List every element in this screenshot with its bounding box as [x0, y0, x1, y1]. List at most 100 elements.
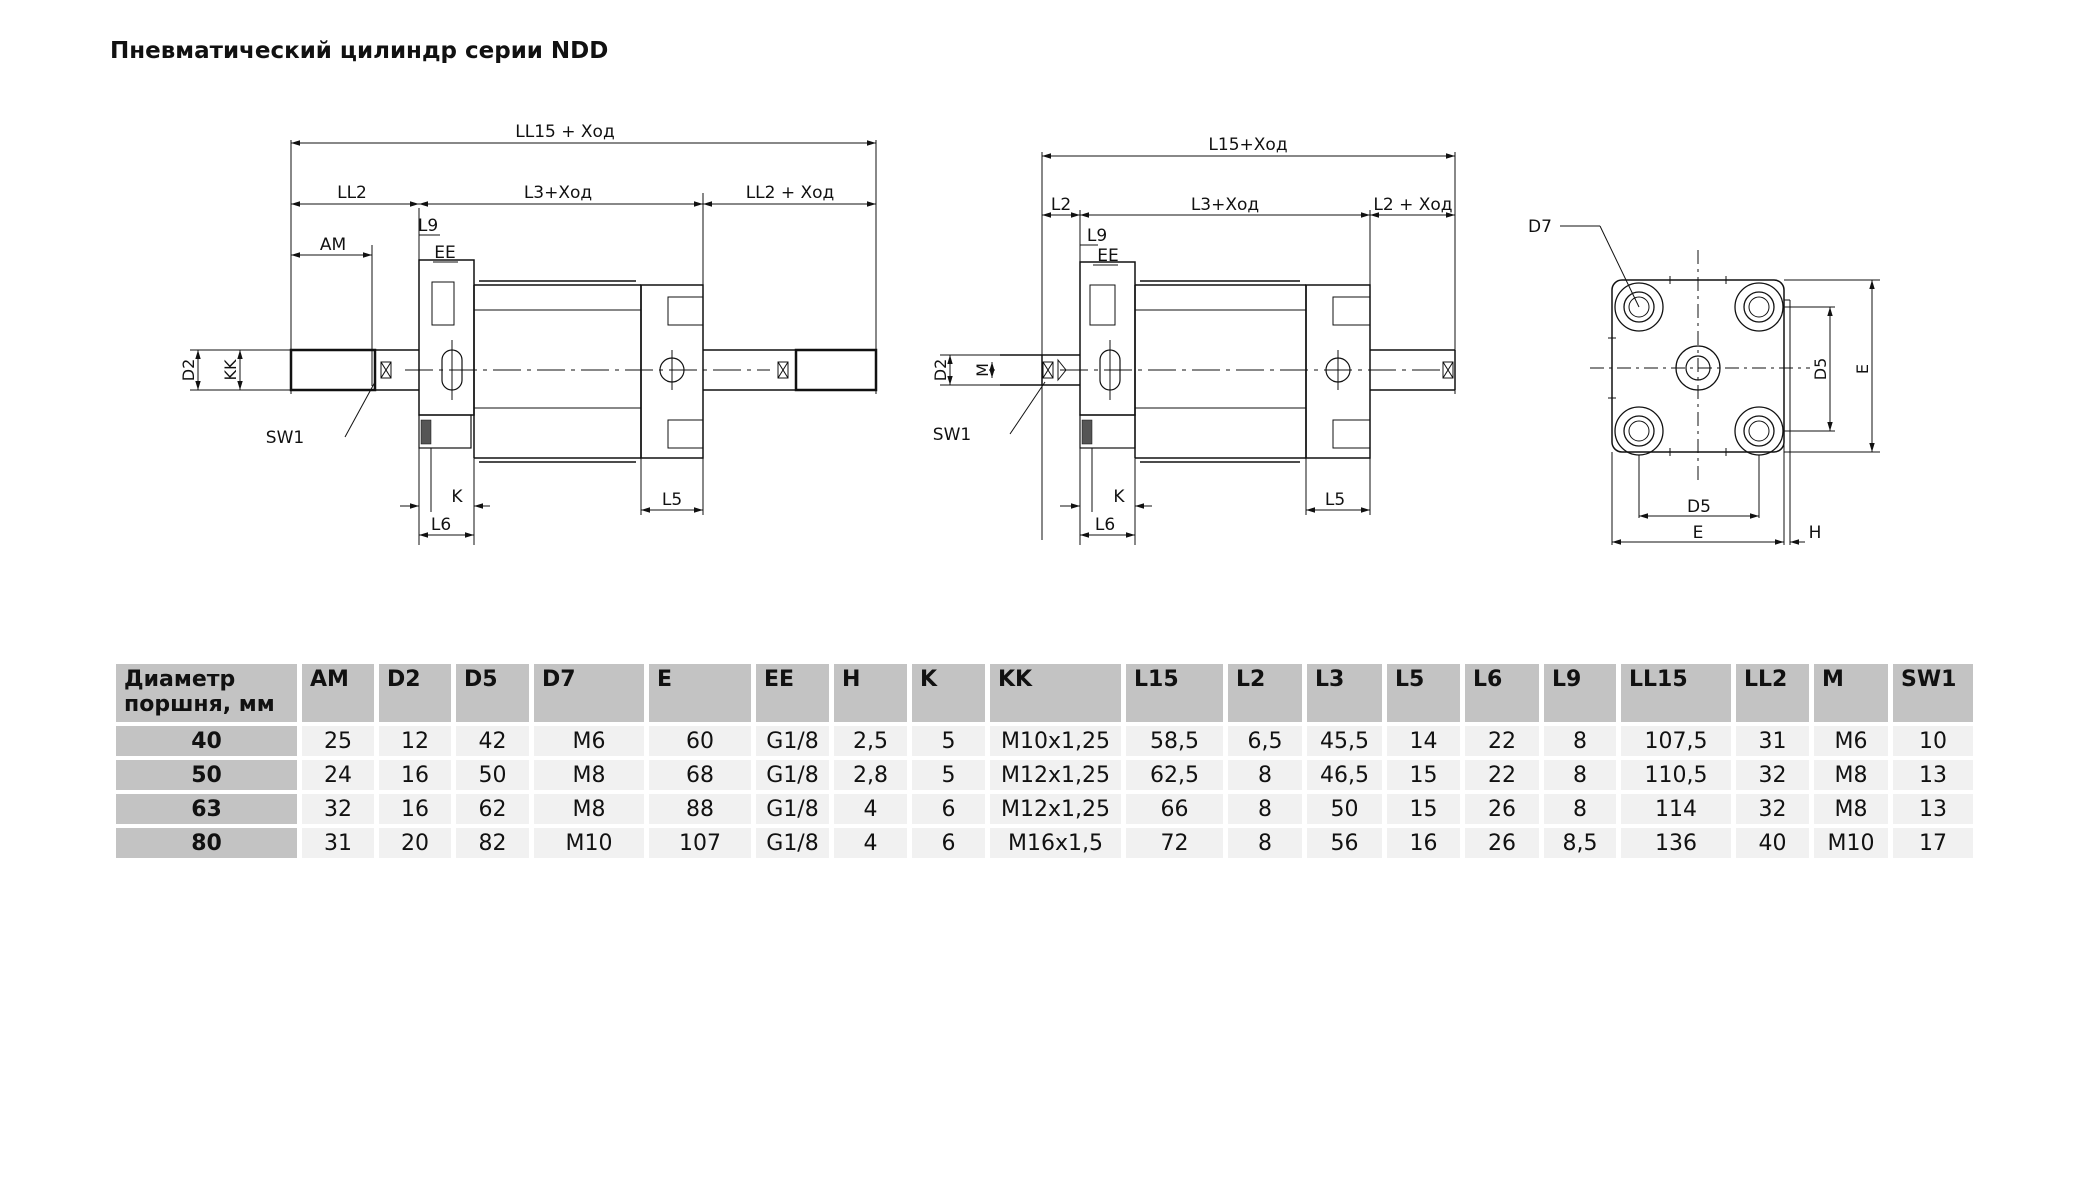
dim-l15-stroke: L15+Ход	[1208, 135, 1287, 155]
table-row: 80 31 20 82 M10 107 G1/8 4 6 M16x1,5 72 …	[116, 828, 1973, 858]
dim-d5-horizontal: D5	[1687, 497, 1711, 517]
cylinder-end-view	[1560, 225, 1880, 545]
table-cell: 17	[1893, 828, 1973, 858]
dim-kk: KK	[221, 359, 240, 380]
table-cell: 56	[1307, 828, 1382, 858]
dim-ll15-stroke: LL15 + Ход	[515, 122, 614, 142]
dim-l3-stroke: L3+Ход	[524, 183, 592, 203]
table-cell-diameter: 80	[116, 828, 297, 858]
table-cell: G1/8	[756, 794, 829, 824]
table-cell: M8	[1814, 760, 1888, 790]
dim-ll2: LL2	[337, 183, 367, 203]
table-cell: M8	[534, 760, 644, 790]
column-header: K	[912, 664, 985, 722]
table-cell: 114	[1621, 794, 1731, 824]
table-cell: 136	[1621, 828, 1731, 858]
column-header: L2	[1228, 664, 1302, 722]
table-cell: 8	[1544, 726, 1616, 756]
table-cell: 4	[834, 794, 907, 824]
table-cell: 66	[1126, 794, 1223, 824]
cylinder-side-view-1	[190, 140, 878, 545]
table-cell-diameter: 50	[116, 760, 297, 790]
table-cell: 107	[649, 828, 751, 858]
table-cell: 16	[379, 760, 451, 790]
table-cell: 40	[1736, 828, 1809, 858]
table-cell: 25	[302, 726, 374, 756]
table-cell: 4	[834, 828, 907, 858]
table-cell: 6	[912, 794, 985, 824]
table-cell: 32	[302, 794, 374, 824]
table-cell: M6	[1814, 726, 1888, 756]
dim-l2-stroke: L2 + Ход	[1373, 195, 1452, 215]
table-cell: 6	[912, 828, 985, 858]
cylinder-side-view-2	[940, 152, 1456, 545]
dim-am: AM	[320, 235, 346, 255]
column-header: D7	[534, 664, 644, 722]
table-cell: 8	[1228, 828, 1302, 858]
dim-m: M	[973, 363, 992, 377]
table-cell: 82	[456, 828, 529, 858]
table-cell: 16	[1387, 828, 1460, 858]
table-cell: G1/8	[756, 828, 829, 858]
column-header: SW1	[1893, 664, 1973, 722]
column-header: Диаметр поршня, мм	[116, 664, 297, 722]
table-cell: 8	[1544, 794, 1616, 824]
dim-k: K	[451, 487, 463, 507]
table-cell-diameter: 40	[116, 726, 297, 756]
table-cell: 45,5	[1307, 726, 1382, 756]
table-cell: 2,8	[834, 760, 907, 790]
column-header: E	[649, 664, 751, 722]
column-header: M	[1814, 664, 1888, 722]
page-title: Пневматический цилиндр серии NDD	[110, 38, 609, 64]
table-cell: 10	[1893, 726, 1973, 756]
dim-sw1: SW1	[266, 428, 304, 448]
dim-l9: L9	[418, 216, 438, 236]
table-cell: 2,5	[834, 726, 907, 756]
dim-l2: L2	[1051, 195, 1071, 215]
table-cell: 15	[1387, 760, 1460, 790]
table-cell: G1/8	[756, 760, 829, 790]
dim-d2: D2	[179, 359, 198, 382]
table-cell: 22	[1465, 760, 1539, 790]
dimensions-table: Диаметр поршня, мм AM D2 D5 D7 E EE H K …	[111, 660, 1978, 862]
table-header-row: Диаметр поршня, мм AM D2 D5 D7 E EE H K …	[116, 664, 1973, 722]
dim-l9: L9	[1087, 226, 1107, 246]
table-cell: 31	[302, 828, 374, 858]
drawing-3-labels: D7 D5 E D5 E H	[1528, 217, 1872, 543]
table-cell: M6	[534, 726, 644, 756]
table-cell: 50	[1307, 794, 1382, 824]
table-cell: M8	[1814, 794, 1888, 824]
dim-k: K	[1113, 487, 1125, 507]
dim-d5-vertical: D5	[1811, 358, 1830, 381]
column-header: D5	[456, 664, 529, 722]
dim-l3-stroke: L3+Ход	[1191, 195, 1259, 215]
table-cell: 60	[649, 726, 751, 756]
column-header: L6	[1465, 664, 1539, 722]
table-cell: 20	[379, 828, 451, 858]
table-cell-diameter: 63	[116, 794, 297, 824]
table-cell: 12	[379, 726, 451, 756]
column-header: H	[834, 664, 907, 722]
table-cell: 110,5	[1621, 760, 1731, 790]
column-header: LL15	[1621, 664, 1731, 722]
table-cell: 42	[456, 726, 529, 756]
dim-d2: D2	[931, 359, 950, 382]
column-header: EE	[756, 664, 829, 722]
table-cell: 31	[1736, 726, 1809, 756]
table-cell: 68	[649, 760, 751, 790]
column-header: AM	[302, 664, 374, 722]
dim-h: H	[1809, 523, 1822, 543]
table-cell: M10	[1814, 828, 1888, 858]
table-cell: 26	[1465, 794, 1539, 824]
dim-e-vertical: E	[1853, 364, 1872, 374]
table-cell: 5	[912, 726, 985, 756]
table-cell: 8	[1544, 760, 1616, 790]
table-cell: M10	[534, 828, 644, 858]
table-cell: 26	[1465, 828, 1539, 858]
table-cell: M8	[534, 794, 644, 824]
table-cell: 107,5	[1621, 726, 1731, 756]
table-cell: 5	[912, 760, 985, 790]
dim-l6: L6	[431, 515, 451, 535]
dim-l5: L5	[662, 490, 682, 510]
table-cell: 58,5	[1126, 726, 1223, 756]
